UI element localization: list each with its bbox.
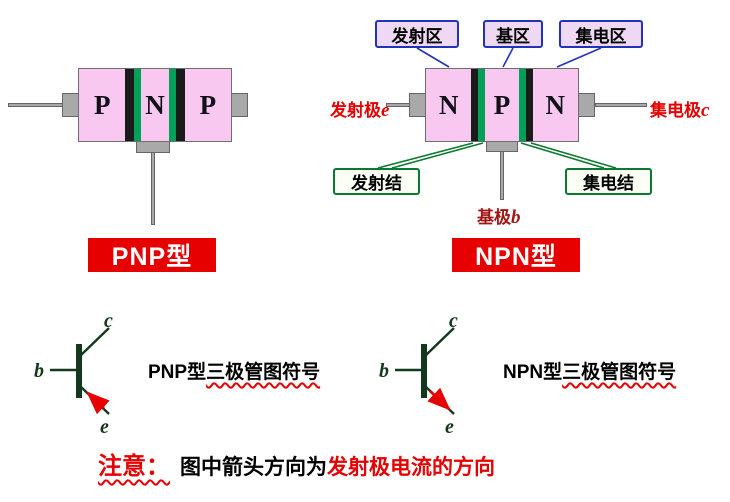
npn-emitter-arrow-icon [427, 387, 451, 411]
leader-base-region [502, 47, 514, 68]
pnp-structure-body: P N P [78, 68, 232, 142]
base-electrode-text: 基极 [477, 208, 511, 227]
npn-symbol-caption-tail: 三极管图符号 [562, 362, 677, 383]
leader-collector-junction-2 [530, 142, 617, 169]
pnp-terminal-b-label: b [34, 360, 44, 382]
callout-collector-junction: 集电结 [565, 168, 652, 195]
callout-emitter-region-label: 发射区 [391, 26, 443, 46]
pnp-base-region: N [141, 69, 169, 141]
note-text-black: 图中箭头方向为 [180, 456, 327, 479]
pnp-symbol-caption-tail: 三极管图符号 [206, 362, 321, 383]
npn-terminal-b-label: b [379, 360, 389, 382]
pnp-symbol: b c e [34, 310, 113, 438]
callout-emitter-junction-label: 发射结 [351, 174, 402, 193]
callout-emitter-region: 发射区 [375, 20, 459, 48]
npn-symbol-caption-head: NPN型 [503, 362, 563, 383]
npn-type-banner: NPN型 [452, 238, 580, 272]
npn-emitter-junction-green-stripe [478, 69, 486, 141]
pnp-type-banner: PNP型 [88, 238, 216, 272]
pnp-emitter-arrow-icon [86, 391, 110, 415]
pnp-collector-region-label: P [199, 89, 217, 120]
note-text-red: 发射极电流的方向 [327, 456, 495, 479]
pnp-collector-junction-green-stripe [168, 69, 176, 141]
callout-emitter-junction: 发射结 [333, 168, 420, 195]
npn-collector-electrode [578, 93, 595, 117]
npn-base-wire [500, 151, 504, 200]
pnp-symbol-emitter-lead [79, 385, 110, 415]
npn-emitter-region: N [426, 69, 472, 141]
npn-symbol-emitter-lead [424, 385, 455, 415]
npn-emitter-region-label: N [438, 89, 459, 120]
npn-type-banner-label: NPN型 [475, 243, 557, 271]
pnp-type-banner-label: PNP型 [111, 243, 193, 271]
pnp-terminal-e-label: e [100, 416, 109, 438]
base-electrode-symbol: b [511, 207, 521, 228]
npn-symbol: b c e [379, 310, 458, 438]
pnp-emitter-electrode [62, 93, 79, 117]
emitter-electrode-text: 发射极 [330, 101, 381, 120]
note-line: 注意： 图中箭头方向为发射极电流的方向 [98, 446, 495, 481]
note-attention-label: 注意： [98, 453, 170, 480]
pnp-emitter-junction-green-stripe [134, 69, 142, 141]
pnp-emitter-region-label: P [93, 89, 111, 120]
pnp-collector-junction-dark-stripe [175, 69, 185, 141]
pnp-symbol-collector-lead [79, 327, 110, 357]
leader-emitter-region [416, 47, 450, 68]
npn-collector-region-label: N [545, 89, 566, 120]
base-electrode-label: 基极b [477, 203, 521, 229]
leader-emitter-junction-2 [391, 142, 484, 169]
npn-terminal-e-label: e [445, 416, 454, 438]
leader-collector-junction-1 [520, 142, 605, 169]
npn-emitter-junction-dark-stripe [471, 69, 479, 141]
callout-base-region: 基区 [483, 20, 543, 48]
emitter-electrode-label: 发射极e [330, 96, 389, 122]
collector-electrode-symbol: c [701, 100, 710, 121]
npn-base-region-label: P [493, 89, 511, 120]
npn-structure-body: N P N [425, 68, 579, 142]
npn-symbol-collector-lead [424, 327, 455, 357]
npn-base-region: P [485, 69, 519, 141]
pnp-emitter-junction-dark-stripe [125, 69, 135, 141]
leader-emitter-junction-1 [377, 142, 474, 169]
callout-collector-junction-label: 集电结 [583, 174, 634, 193]
emitter-electrode-symbol: e [381, 100, 390, 121]
pnp-collector-electrode [231, 93, 248, 117]
npn-collector-region: N [532, 69, 578, 141]
pnp-collector-region: P [184, 69, 232, 141]
callout-collector-region-label: 集电区 [575, 26, 627, 46]
pnp-base-region-label: N [145, 89, 165, 120]
npn-emitter-wire [386, 103, 410, 107]
npn-terminal-c-label: c [449, 310, 458, 332]
collector-electrode-text: 集电极 [650, 101, 701, 120]
callout-collector-region: 集电区 [559, 20, 643, 48]
npn-collector-junction-green-stripe [518, 69, 526, 141]
pnp-emitter-wire [8, 103, 64, 107]
npn-emitter-electrode [409, 93, 426, 117]
callout-base-region-label: 基区 [496, 26, 530, 46]
pnp-base-wire [151, 152, 155, 225]
pnp-emitter-region: P [79, 69, 126, 141]
collector-electrode-label: 集电极c [650, 96, 709, 122]
pnp-symbol-caption: PNP型三极管图符号 [148, 357, 320, 384]
pnp-terminal-c-label: c [104, 310, 113, 332]
npn-collector-wire [595, 103, 647, 107]
leader-collector-region [556, 47, 602, 68]
npn-symbol-caption: NPN型三极管图符号 [503, 357, 676, 384]
npn-collector-junction-dark-stripe [525, 69, 533, 141]
pnp-symbol-caption-head: PNP型 [148, 362, 207, 383]
